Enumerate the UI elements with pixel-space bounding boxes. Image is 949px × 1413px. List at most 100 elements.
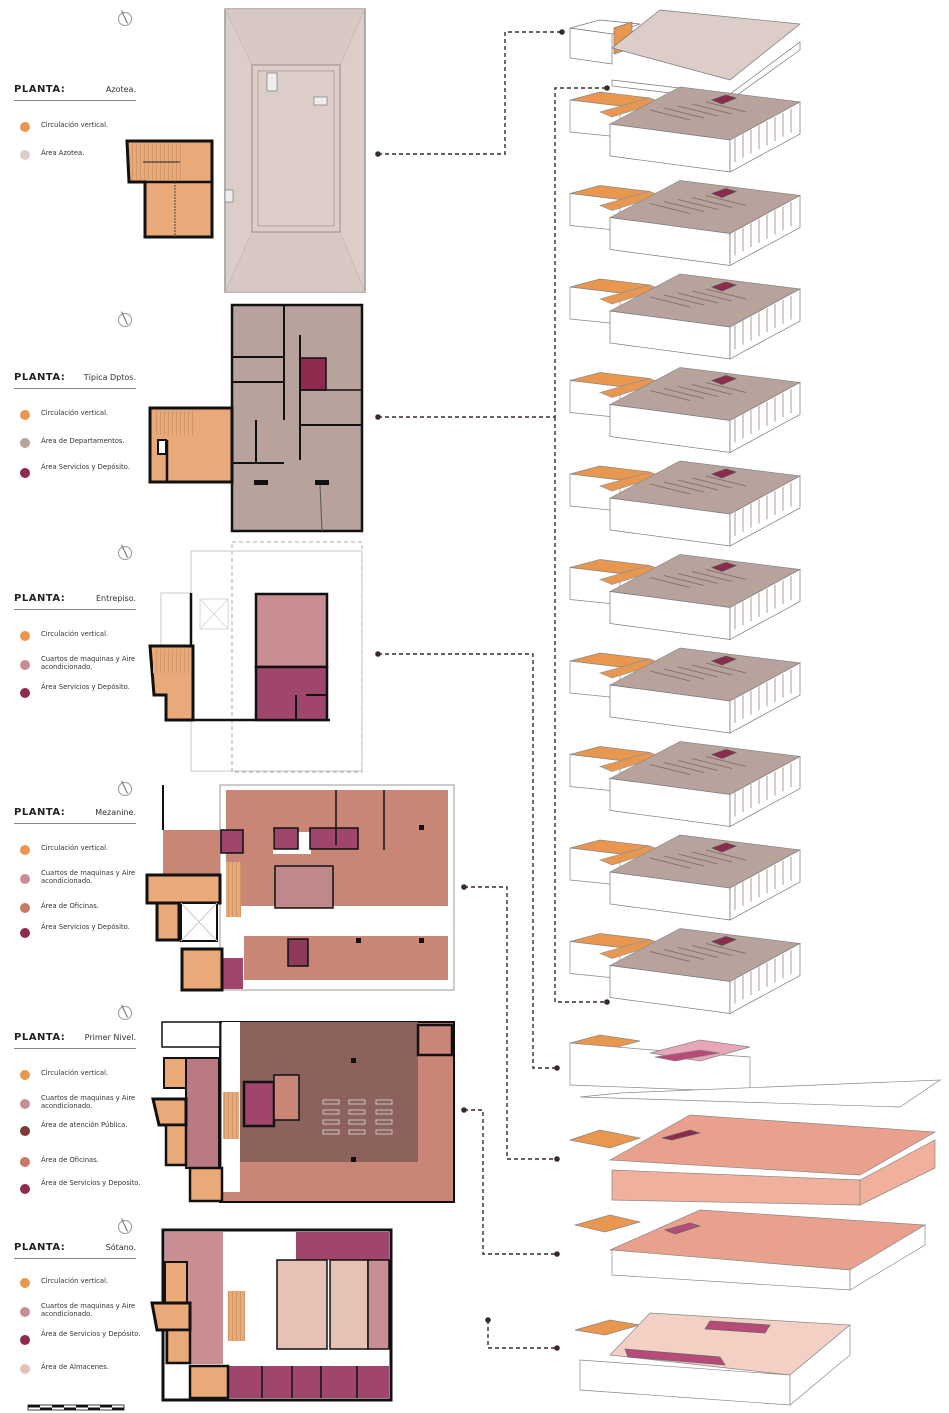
roof-annex-face (569, 27, 613, 65)
partition-wall (691, 758, 733, 769)
primer-annex-top (573, 1214, 642, 1233)
primer-side (849, 1224, 926, 1291)
sotano-servicios (624, 1348, 726, 1366)
legend-text: Cuartos de maquinas y Aire acondicionado… (41, 1302, 136, 1318)
color-swatch-servicios (20, 1335, 30, 1345)
leader-tipica-top-start-dot (375, 414, 381, 420)
north-arrow-icon (118, 1220, 132, 1234)
north-arrow-icon (118, 313, 132, 327)
partition-wall (677, 292, 719, 304)
partition-wall (691, 477, 733, 489)
partition-wall (677, 479, 719, 491)
partition-wall (677, 199, 719, 210)
legend-text: Cuartos de maquinas y Aire acondicionado… (41, 869, 136, 885)
partition-wall (691, 945, 733, 956)
leader-entrepiso-start-dot (375, 651, 381, 657)
plan-entrepiso (148, 541, 363, 773)
partition-wall (677, 947, 719, 958)
plan-primer-nivel (151, 1021, 455, 1203)
color-swatch-oficinas (20, 1157, 30, 1167)
planta-label: PLANTA: (14, 593, 66, 604)
partition-wall (677, 666, 719, 678)
leader-mezanine (464, 886, 557, 1160)
planta-title: PLANTA: Mezanine. (14, 807, 136, 824)
leader-sotano (487, 1320, 557, 1349)
color-swatch-atencion (20, 1126, 30, 1136)
partition-wall (705, 195, 747, 206)
typical-floor-4-service-room (711, 375, 738, 385)
typical-floor-1-main-side (729, 101, 801, 173)
typical-floor-6-service-room (711, 562, 738, 572)
leader-primer-nivel-end-dot (554, 1251, 560, 1257)
leader-tipica-top-end-dot (604, 85, 610, 91)
planta-label: PLANTA: (14, 84, 66, 95)
planta-label: PLANTA: (14, 1032, 66, 1043)
mezanine-glazing-side (859, 1139, 936, 1206)
partition-wall (691, 103, 733, 115)
legend-text: Cuartos de maquinas y Aire acondicionado… (41, 655, 136, 671)
legend-text: Circulación vertical. (41, 844, 109, 852)
sotano-side (789, 1324, 851, 1406)
typical-floor-2-main-side (729, 194, 801, 267)
partition-wall (649, 857, 691, 869)
color-swatch-circulacion (20, 122, 30, 132)
legend-text: Área Azotea. (41, 149, 85, 157)
partition-wall (649, 296, 691, 308)
color-swatch-circulacion (20, 1070, 30, 1080)
partition-wall (677, 853, 719, 865)
mezanine-cantilever-slab (579, 1079, 942, 1108)
color-swatch-azotea (20, 150, 30, 160)
partition-wall (649, 203, 691, 214)
scale-bar (27, 1404, 125, 1411)
north-arrow-icon (118, 1006, 132, 1020)
planta-title: PLANTA: Sótano. (14, 1242, 136, 1259)
legend-text: Circulación vertical. (41, 1069, 109, 1077)
legend-text: Área de Oficinas. (41, 1156, 99, 1164)
color-swatch-maquinas (20, 660, 30, 670)
plan-azotea (125, 8, 366, 293)
planta-name: Típica Dptos. (83, 373, 136, 382)
legend-text: Área de atención Pública. (41, 1121, 128, 1129)
partition-wall (663, 762, 705, 773)
color-swatch-circulacion (20, 410, 30, 420)
typical-floor-1-service-room (711, 94, 738, 105)
partition-wall (705, 569, 747, 580)
partition-wall (705, 943, 747, 954)
color-swatch-maquinas (20, 874, 30, 884)
typical-floor-7-main-side (729, 662, 801, 734)
north-arrow-icon (118, 12, 132, 26)
legend-text: Circulación vertical. (41, 1277, 109, 1285)
leader-entrepiso-end-dot (554, 1065, 560, 1071)
legend-text: Área de Departamentos. (41, 437, 125, 445)
plan-tipica-dptos (148, 303, 364, 533)
leader-tipica-bottom-end-dot (604, 999, 610, 1005)
legend-tipica: PLANTA: Típica Dptos. Circulación vertic… (14, 372, 154, 478)
typical-floor-7-service-room (711, 655, 738, 666)
legend-text: Área Servicios y Depósito. (41, 923, 130, 931)
partition-wall (663, 481, 705, 493)
partition-wall (677, 760, 719, 771)
partition-wall (663, 201, 705, 212)
planta-name: Mezanine. (95, 808, 136, 817)
partition-wall (663, 575, 705, 586)
typical-floor-8-service-room (711, 749, 738, 759)
color-swatch-departamentos (20, 438, 30, 448)
color-swatch-servicios (20, 1184, 30, 1194)
planta-title: PLANTA: Típica Dptos. (14, 372, 136, 389)
partition-wall (677, 105, 719, 117)
planta-label: PLANTA: (14, 1242, 66, 1253)
partition-wall (649, 951, 691, 962)
legend-mezanine: PLANTA: Mezanine. Circulación vertical. … (14, 807, 154, 938)
color-swatch-circulacion (20, 1278, 30, 1288)
plan-sotano (150, 1228, 393, 1402)
partition-wall (663, 388, 705, 399)
plan-mezanine (145, 784, 455, 992)
legend-text: Área de Servicios y Depósito. (41, 1330, 141, 1338)
legend-text: Área Servicios y Depósito. (41, 683, 130, 691)
typical-floor-10-service-room (711, 936, 738, 946)
planta-name: Entrepiso. (95, 594, 136, 603)
legend-sotano: PLANTA: Sótano. Circulación vertical. Cu… (14, 1242, 154, 1374)
leader-tipica-top (378, 87, 607, 418)
leader-sotano-end-dot (554, 1345, 560, 1351)
